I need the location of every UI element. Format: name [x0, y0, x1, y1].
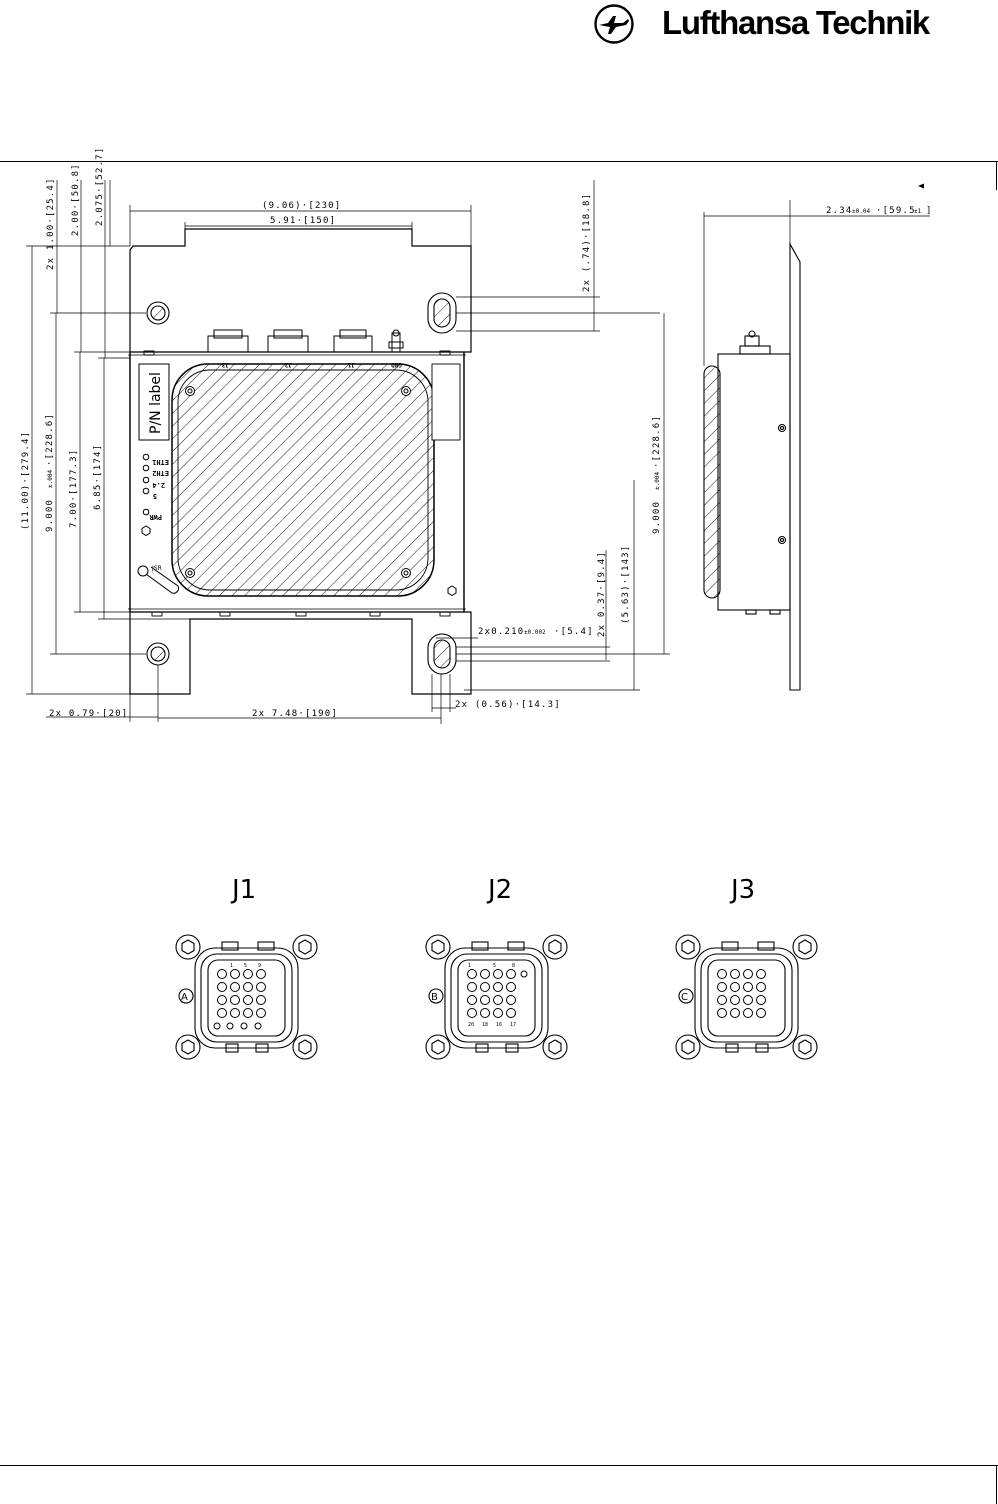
- dim-top-inner: 5.91·[150]: [270, 216, 336, 226]
- hex-nut: [141, 525, 151, 537]
- led-label-24: 2.4: [152, 481, 165, 489]
- dim-left-v1: 2x 1.00·[25.4]: [46, 177, 56, 270]
- j1-pin-num: 1: [230, 963, 233, 969]
- j2-key-letter: B: [431, 992, 438, 1003]
- dim-left-h1: (11.00)·[279.4]: [21, 431, 31, 530]
- mounting-holes: [146, 292, 457, 675]
- bottom-divider-tick: [996, 1465, 998, 1504]
- j3-pin-grid: [717, 969, 766, 1018]
- dim-slot-width-mm: ·[5.4]: [554, 627, 594, 637]
- dimension-lines: [26, 180, 930, 724]
- top-divider: [0, 161, 998, 163]
- dim-left-h3: 7.00·[177.3]: [69, 449, 79, 528]
- j2-pin-num: 5: [493, 963, 496, 969]
- tag-gnd: GND: [391, 361, 402, 368]
- hex-nut: [447, 585, 457, 597]
- dimension-labels: (9.06)·[230] 5.91·[150] 2x 1.00·[25.4] 2…: [21, 147, 933, 719]
- dim-bottom-center: 2x 7.48·[190]: [252, 709, 338, 719]
- j1-pin-num: 5: [244, 963, 247, 969]
- j2-pin-num: 17: [510, 1022, 516, 1028]
- brand-name: Lufthansa Technik: [662, 4, 930, 41]
- connector-tags: J3 J2 J1 GND: [221, 361, 402, 368]
- dim-slot-len: 2x (0.56)·[14.3]: [455, 700, 561, 710]
- connector-j1-face: A 1 5 9: [175, 934, 318, 1060]
- j2-pin-num: 16: [496, 1022, 502, 1028]
- dim-right-b1: 2x 0.37·[9.4]: [597, 551, 607, 637]
- j2-pin-num: 8: [512, 963, 515, 969]
- led-label-eth2: ETH2: [152, 469, 169, 477]
- side-view: [703, 241, 801, 691]
- hatched-lid: [171, 363, 435, 597]
- led-label-pwr: PWR: [149, 513, 162, 521]
- tag-j3: J3: [221, 361, 229, 368]
- j2-pin-num: 1: [468, 963, 471, 969]
- dim-side-close: ]: [926, 206, 933, 216]
- connector-j2-face: B 1 5 8 20 18 16 17: [425, 934, 568, 1060]
- top-connectors: [207, 329, 404, 353]
- housing-rivets: [143, 350, 451, 617]
- j2-pin-num: 20: [468, 1022, 474, 1028]
- pn-label-text: P/N label: [148, 372, 164, 434]
- j1-pin-grid: [213, 969, 266, 1030]
- j1-key-letter: A: [181, 992, 188, 1003]
- led-label-eth1: ETH1: [152, 458, 169, 466]
- connector-j2-label: J2: [488, 875, 513, 905]
- dim-top-overall: (9.06)·[230]: [262, 201, 341, 211]
- tag-j1: J1: [347, 361, 355, 368]
- lufthansa-crane-icon: [594, 4, 634, 44]
- dim-left-h2-main: 9.000: [45, 499, 55, 532]
- dim-side-main: 2.34: [826, 206, 852, 216]
- lid-screws: [185, 386, 411, 578]
- led-label-5: 5: [153, 492, 157, 500]
- dim-slot-width-main: 2x0.210: [478, 627, 524, 637]
- jsr-label: JSR: [151, 565, 162, 572]
- j2-pin-grid: [467, 969, 528, 1018]
- dim-left-h2-mm: ·[228.6]: [45, 413, 55, 466]
- dim-side-tol2: ±1: [914, 208, 922, 215]
- dim-bottom-left: 2x 0.79·[20]: [49, 709, 128, 719]
- dim-left-h2-tol: ±.004: [47, 470, 54, 488]
- connector-j3-face: C: [675, 934, 818, 1060]
- dim-side-mm: ·[59.5: [876, 206, 916, 216]
- mechanical-drawing: P/N label ETH1 ETH2 2.4 5 PWR JSR J3 J2 …: [21, 147, 933, 724]
- connector-j3-label: J3: [731, 875, 756, 905]
- led-labels: ETH1 ETH2 2.4 5 PWR: [149, 458, 169, 521]
- dim-slot-width-tol: ±0.002: [524, 629, 546, 636]
- led-indicators: [142, 453, 150, 516]
- bottom-divider: [0, 1465, 998, 1467]
- dim-side-tol: ±0.04: [852, 208, 870, 215]
- dim-left-v3: 2.075·[52.7]: [95, 147, 105, 226]
- dim-right-h-tol: ±.004: [654, 472, 661, 490]
- connector-j1-label: J1: [232, 875, 257, 905]
- dim-right-h-mm: ·[228.6]: [652, 415, 662, 468]
- dim-right-h-main: 9.000: [652, 501, 662, 534]
- dim-right-b2: (5.63)·[143]: [621, 545, 631, 624]
- j2-pin-num: 18: [482, 1022, 488, 1028]
- mounting-plate: [129, 228, 472, 695]
- right-panel: [431, 363, 461, 441]
- jsr-lanyard: JSR: [137, 565, 179, 594]
- dim-left-h4: 6.85·[174]: [93, 444, 103, 510]
- dim-left-v2: 2.00·[50.8]: [71, 163, 81, 236]
- j3-key-letter: C: [681, 992, 688, 1003]
- arrowheads: [918, 183, 924, 189]
- dim-right-slot: 2x (.74)·[18.8]: [582, 193, 592, 292]
- top-divider-tick: [996, 161, 998, 190]
- tag-j2: J2: [284, 361, 292, 368]
- j1-pin-num: 9: [258, 963, 261, 969]
- pn-label-box: [138, 363, 170, 441]
